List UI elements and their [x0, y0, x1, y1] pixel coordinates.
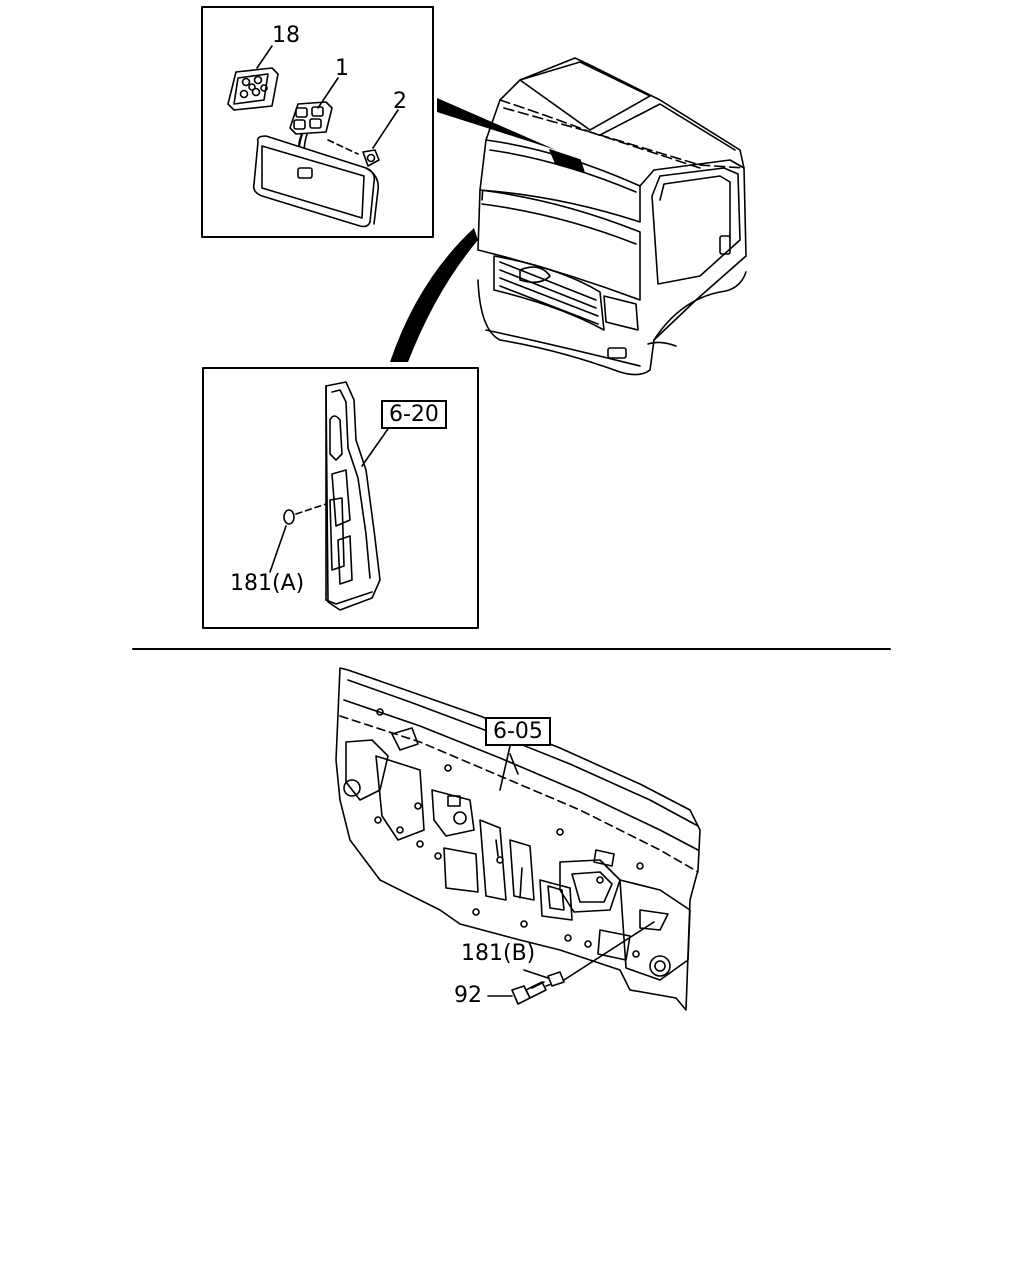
- ref-box-6-05: 6-05: [485, 717, 551, 746]
- callout-part-2: 2: [393, 89, 407, 114]
- rear-view-mirror: [252, 135, 380, 228]
- truck-cab-illustration: [477, 57, 747, 376]
- callout-part-18: 18: [272, 23, 300, 48]
- mirror-pad-part-18: [227, 45, 279, 111]
- mirror-leader-wedge: [437, 98, 556, 150]
- callout-part-92: 92: [454, 983, 482, 1008]
- callout-part-1: 1: [335, 56, 349, 81]
- pillar-inset-frame: [202, 367, 479, 629]
- ref-6-05-leader: [499, 745, 511, 791]
- plate-part-181b: [523, 921, 655, 987]
- mirror-screw-part-2: [327, 109, 399, 167]
- callout-part-181b: 181(B): [461, 941, 536, 966]
- mirror-inset-frame: [201, 6, 434, 238]
- callout-part-181a: 181(A): [230, 571, 305, 596]
- ref-box-6-20: 6-20: [381, 400, 447, 429]
- plug-part-181a: [269, 503, 327, 573]
- bolt-part-92: [487, 981, 553, 1005]
- pillar-leader-wedge: [390, 228, 478, 362]
- a-pillar-panel: [325, 381, 391, 611]
- mirror-bracket-part-1: [289, 77, 339, 172]
